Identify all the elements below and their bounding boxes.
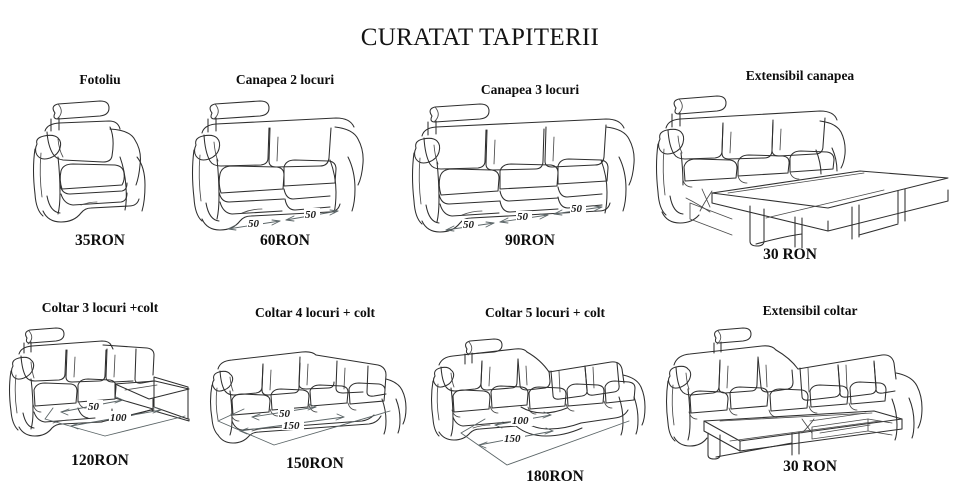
dimension-group: 100 150 xyxy=(460,411,630,466)
dimension-label: 50 xyxy=(463,219,475,231)
item-extensibil-coltar[interactable]: Extensibil coltar xyxy=(660,303,960,488)
dimension-label: 50 xyxy=(571,203,583,215)
item-price: 120RON xyxy=(71,452,129,469)
item-price: 30 RON xyxy=(763,246,817,263)
dimension-group: 50 50 xyxy=(227,208,339,231)
three-seat-sofa-icon: 50 50 50 xyxy=(410,102,655,233)
corner-sofa-bed-icon xyxy=(660,323,960,460)
item-canapea-2-locuri[interactable]: Canapea 2 locuri xyxy=(185,72,385,252)
armchair-icon xyxy=(25,97,175,227)
dimension-label: 150 xyxy=(283,420,300,432)
dimension-label: 100 xyxy=(512,415,529,427)
dimension-label: 50 xyxy=(248,218,260,230)
item-coltar-3-locuri[interactable]: Coltar 3 locuri +colt xyxy=(0,300,200,480)
item-price: 150RON xyxy=(286,455,344,472)
item-label: Canapea 3 locuri xyxy=(480,82,580,97)
dimension-label: 50 xyxy=(279,408,291,420)
item-price: 90RON xyxy=(505,232,555,249)
dimension-label: 50 xyxy=(88,401,100,413)
item-coltar-4-locuri[interactable]: Coltar 4 locuri + colt xyxy=(205,305,425,485)
sofa-bed-icon xyxy=(650,93,950,249)
item-label: Fotoliu xyxy=(79,72,121,87)
dimension-label: 50 xyxy=(517,211,529,223)
dimension-group: 50 100 xyxy=(44,396,186,437)
item-label: Extensibil coltar xyxy=(762,303,858,318)
dimension-group: 50 150 xyxy=(217,403,391,446)
dimension-group: 50 50 50 xyxy=(445,203,603,232)
item-price: 35RON xyxy=(75,232,125,249)
item-extensibil-canapea[interactable]: Extensibil canapea xyxy=(650,68,950,268)
item-canapea-3-locuri[interactable]: Canapea 3 locuri xyxy=(405,72,655,252)
item-label: Coltar 5 locuri + colt xyxy=(485,305,605,320)
item-label: Extensibil canapea xyxy=(745,68,855,83)
dimension-label: 100 xyxy=(110,412,127,424)
dimension-label: 50 xyxy=(305,209,317,221)
page-title: CURATAT TAPITERII xyxy=(360,24,600,51)
dimension-label: 150 xyxy=(504,433,521,445)
item-fotoliu[interactable]: Fotoliu xyxy=(20,72,180,252)
item-label: Canapea 2 locuri xyxy=(235,72,335,87)
item-price: 60RON xyxy=(260,232,310,249)
two-seat-sofa-icon: 50 50 xyxy=(190,97,385,232)
corner-sofa-5-icon: 100 150 xyxy=(425,327,665,466)
corner-sofa-4-icon: 50 150 xyxy=(209,327,425,452)
item-label: Coltar 4 locuri + colt xyxy=(255,305,375,320)
corner-sofa-3-icon: 50 100 xyxy=(5,322,200,447)
item-price: 180RON xyxy=(526,468,584,485)
item-price: 30 RON xyxy=(783,458,837,475)
item-label: Coltar 3 locuri +colt xyxy=(41,300,159,315)
item-coltar-5-locuri[interactable]: Coltar 5 locuri + colt xyxy=(425,305,665,490)
